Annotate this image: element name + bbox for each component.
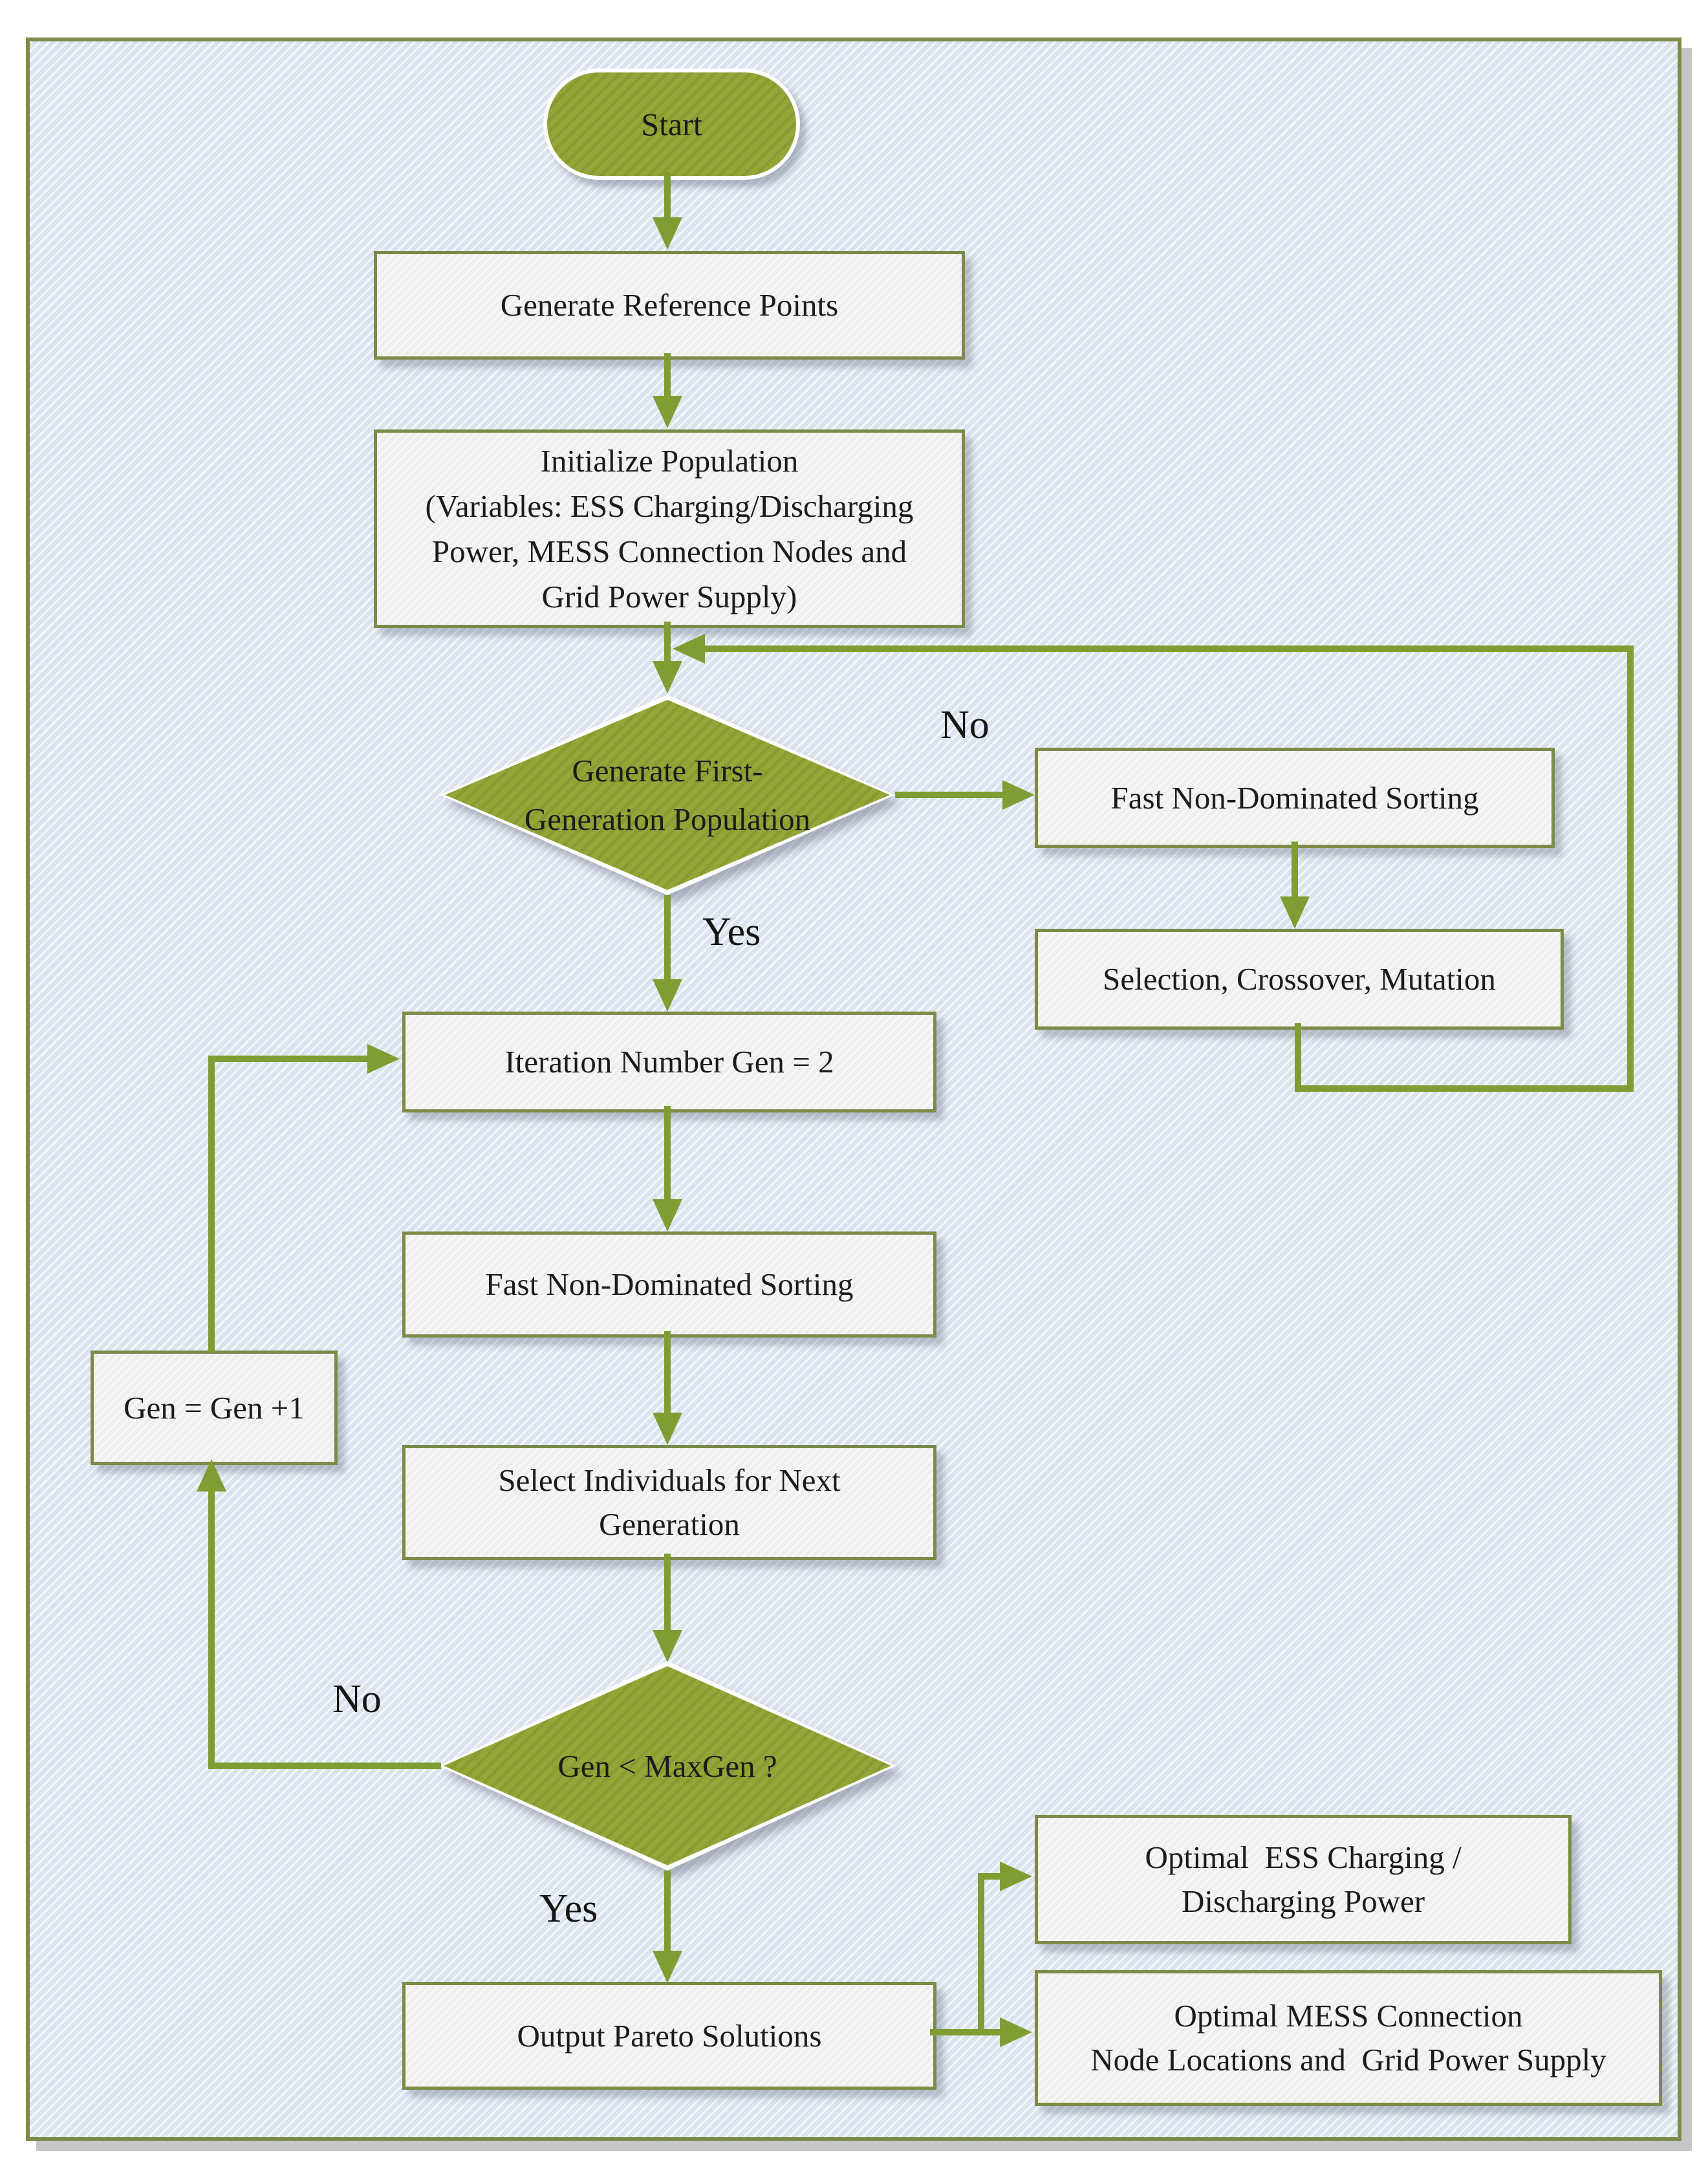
node-generate-reference-points: Generate Reference Points bbox=[374, 251, 965, 360]
node-label: Iteration Number Gen = 2 bbox=[504, 1044, 834, 1080]
node-line: Power, MESS Connection Nodes and bbox=[431, 533, 907, 569]
arrowhead-right-icon bbox=[1002, 780, 1035, 810]
node-line: Gen < MaxGen ? bbox=[557, 1748, 777, 1784]
connector-decision1-no bbox=[895, 792, 1010, 798]
connector-no-up-to-genbox bbox=[208, 1488, 215, 1769]
arrowhead-down-icon bbox=[653, 1413, 682, 1445]
node-iteration-number: Iteration Number Gen = 2 bbox=[402, 1012, 936, 1112]
connector-fsr-to-selection bbox=[1292, 841, 1298, 900]
diamond-text: Gen < MaxGen ? bbox=[438, 1661, 896, 1871]
node-line: Grid Power Supply) bbox=[541, 578, 797, 614]
node-label: Generate Reference Points bbox=[500, 287, 839, 323]
connector-feedback-bottom bbox=[1295, 1085, 1634, 1092]
connector-decision2-yes bbox=[664, 1871, 671, 1955]
node-line: Initialize Population bbox=[540, 442, 799, 479]
node-output-pareto: Output Pareto Solutions bbox=[402, 1982, 936, 2090]
node-line: Select Individuals for Next bbox=[498, 1462, 841, 1498]
connector-genbox-to-iteration-vertical bbox=[208, 1056, 215, 1352]
edge-label-yes-max: Yes bbox=[539, 1887, 598, 1931]
node-line: Node Locations and Grid Power Supply bbox=[1090, 2042, 1606, 2078]
connector-iteration-to-fsm bbox=[664, 1106, 671, 1203]
diagram-canvas: Start Generate Reference Points Initiali… bbox=[26, 38, 1681, 2141]
arrowhead-down-icon bbox=[653, 661, 682, 693]
edge-label-no-first: No bbox=[940, 703, 989, 747]
arrowhead-down-icon bbox=[653, 979, 682, 1012]
arrowhead-right-icon bbox=[367, 1044, 400, 1074]
connector-output-right bbox=[930, 2029, 1008, 2035]
node-line: Optimal MESS Connection bbox=[1174, 1998, 1523, 2034]
connector-decision1-yes bbox=[664, 895, 671, 982]
node-label: Fast Non-Dominated Sorting bbox=[485, 1266, 854, 1302]
diamond-text: Generate First- Generation Population bbox=[440, 695, 895, 895]
connector-start-to-grp bbox=[664, 172, 671, 221]
node-label: Output Pareto Solutions bbox=[517, 2017, 822, 2054]
connector-decision2-no bbox=[208, 1763, 441, 1769]
connector-selection-to-loop bbox=[1295, 1023, 1301, 1088]
connector-feedback-horizontal bbox=[702, 646, 1634, 652]
arrowhead-left-icon bbox=[673, 634, 705, 664]
edge-label-no-max: No bbox=[332, 1677, 382, 1721]
edge-label-yes-first: Yes bbox=[702, 910, 761, 954]
node-select-individuals: Select Individuals for Next Generation bbox=[402, 1445, 936, 1560]
arrowhead-down-icon bbox=[1280, 896, 1310, 929]
node-label: Fast Non-Dominated Sorting bbox=[1110, 779, 1479, 816]
node-initialize-population: Initialize Population (Variables: ESS Ch… bbox=[374, 429, 965, 628]
node-label: Selection, Crossover, Mutation bbox=[1103, 961, 1496, 997]
arrowhead-right-icon bbox=[1000, 2017, 1032, 2047]
node-fast-sorting-main: Fast Non-Dominated Sorting bbox=[402, 1231, 936, 1338]
connector-init-to-decision1 bbox=[664, 622, 671, 664]
node-label: Gen = Gen +1 bbox=[124, 1389, 305, 1426]
node-line: Optimal ESS Charging / bbox=[1145, 1839, 1462, 1875]
node-start-label: Start bbox=[641, 106, 702, 142]
connector-fsm-to-select bbox=[664, 1331, 671, 1415]
connector-grp-to-init bbox=[664, 353, 671, 397]
connector-branch-to-ess bbox=[978, 1873, 1008, 1880]
node-line: Generation Population bbox=[524, 801, 811, 837]
node-selection-crossover-mutation: Selection, Crossover, Mutation bbox=[1035, 929, 1564, 1030]
node-start: Start bbox=[543, 69, 800, 180]
node-line: Generation bbox=[599, 1506, 740, 1542]
connector-branch-up bbox=[978, 1873, 984, 2035]
node-line: Generate First- bbox=[572, 753, 763, 788]
connector-genbox-to-iteration-horizontal bbox=[208, 1056, 370, 1062]
node-maxgen-decision: Gen < MaxGen ? bbox=[438, 1661, 896, 1871]
node-fast-sorting-right: Fast Non-Dominated Sorting bbox=[1035, 748, 1555, 848]
node-optimal-mess: Optimal MESS Connection Node Locations a… bbox=[1035, 1970, 1662, 2106]
arrowhead-down-icon bbox=[653, 217, 682, 250]
arrowhead-down-icon bbox=[653, 1630, 682, 1662]
arrowhead-down-icon bbox=[653, 396, 682, 428]
arrowhead-down-icon bbox=[653, 1951, 682, 1983]
connector-select-to-decision2 bbox=[664, 1554, 671, 1634]
arrowhead-right-icon bbox=[1000, 1861, 1032, 1891]
node-gen-increment: Gen = Gen +1 bbox=[91, 1351, 338, 1465]
node-line: Discharging Power bbox=[1181, 1883, 1425, 1919]
node-first-generation-decision: Generate First- Generation Population bbox=[440, 695, 895, 895]
connector-feedback-vertical bbox=[1627, 646, 1634, 1092]
node-line: (Variables: ESS Charging/Discharging bbox=[425, 488, 914, 524]
arrowhead-down-icon bbox=[653, 1199, 682, 1231]
node-optimal-ess: Optimal ESS Charging / Discharging Power bbox=[1035, 1815, 1572, 1944]
arrowhead-up-icon bbox=[197, 1459, 226, 1492]
